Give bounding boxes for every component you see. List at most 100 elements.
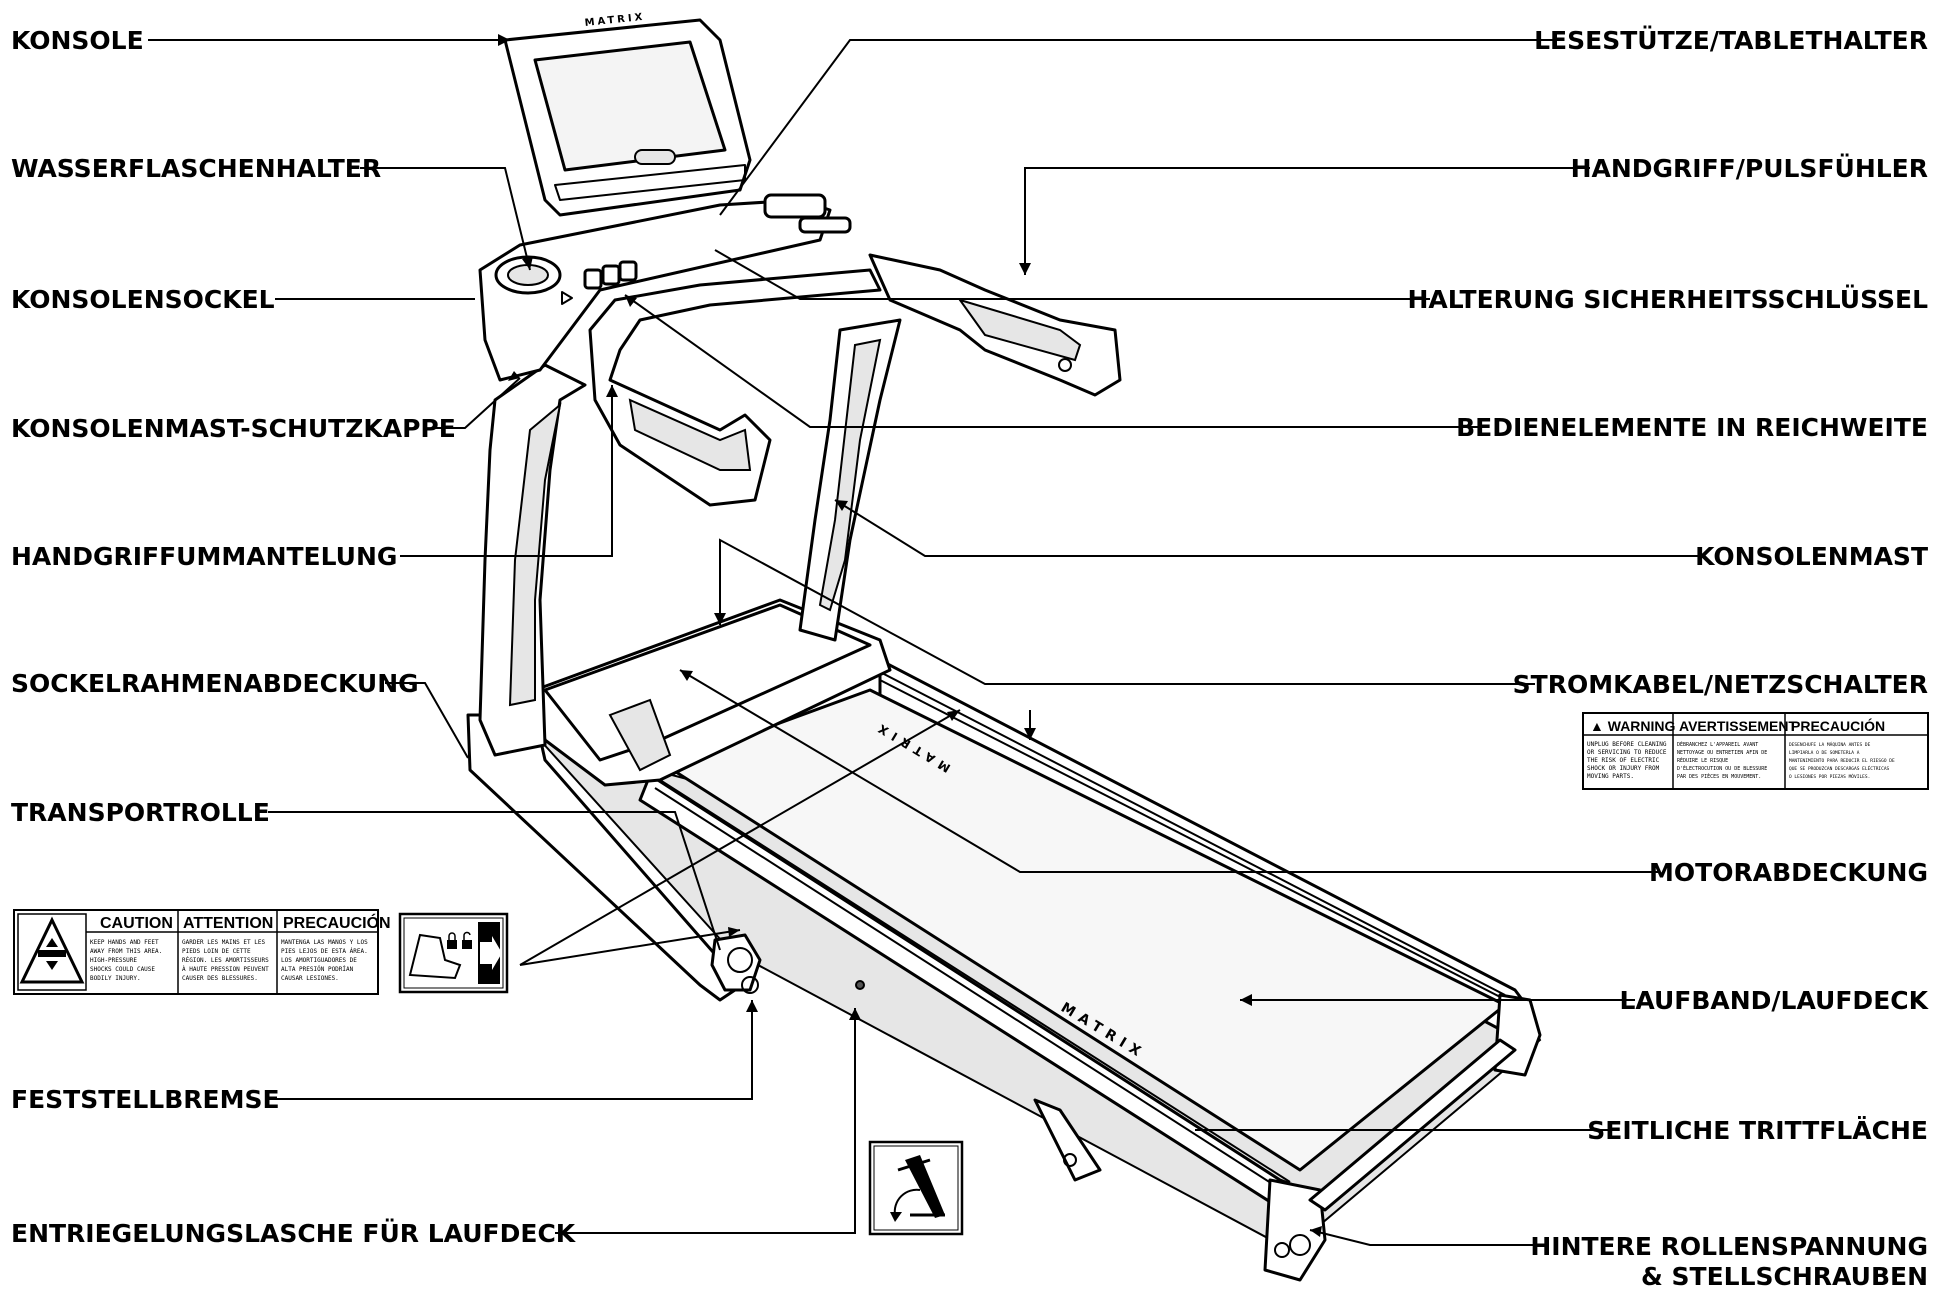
- caution-c2-l1: GARDER LES MAINS ET LES: [182, 939, 265, 946]
- warning-decal-border: [1582, 712, 1929, 790]
- leader-decal-2: [519, 929, 741, 966]
- caution-c1-l2: AWAY FROM THIS AREA.: [90, 948, 162, 955]
- warning-c1-l5: MOVING PARTS.: [1587, 773, 1634, 780]
- leader-stromkabel: [719, 538, 1535, 685]
- label-sicherheitsschluessel: HALTERUNG SICHERHEITSSCHLÜSSEL: [1407, 284, 1928, 314]
- caution-c1-l1: KEEP HANDS AND FEET: [90, 939, 159, 946]
- left-handrail: [588, 268, 882, 507]
- caution-c1-l5: BODILY INJURY.: [90, 975, 141, 982]
- warning-c2-l5: PAR DES PIÈCES EN MOUVEMENT.: [1677, 772, 1761, 780]
- label-rollenspannung-line1: HINTERE ROLLENSPANNUNG: [1530, 1232, 1928, 1261]
- console-base: [478, 198, 832, 382]
- label-entriegelung: ENTRIEGELUNGSLASCHE FÜR LAUFDECK: [11, 1218, 577, 1248]
- deck-release-pictogram: [868, 1140, 964, 1236]
- warning-c2-l3: RÉDUIRE LE RISQUE: [1677, 756, 1728, 764]
- caution-c3-l3: LOS AMORTIGUADORES DE: [281, 957, 357, 964]
- foot-icon: [408, 933, 462, 980]
- label-wasserflaschenhalter: WASSERFLASCHENHALTER: [11, 154, 381, 183]
- rail-stripes: [654, 671, 1511, 1193]
- leader-lines: [148, 39, 1700, 1246]
- support-bolt: [1063, 1153, 1077, 1167]
- leader-transportrolle: [268, 811, 721, 951]
- arrowhead-bedienelemente: [625, 295, 637, 307]
- leader-entriegelung: [555, 1008, 856, 1234]
- warning-header-2: AVERTISSEMENT: [1679, 718, 1797, 734]
- control-arrow-icon: [561, 291, 573, 305]
- deck-release-tab: [855, 980, 865, 990]
- arrowhead-handgriffumm: [606, 385, 618, 397]
- warning-header-1: ▲ WARNING: [1590, 718, 1676, 734]
- label-motorabdeckung: MOTORABDECKUNG: [1649, 858, 1928, 887]
- arrowhead-konsolenmast: [835, 500, 848, 511]
- caution-c2-l5: CAUSER DES BLESSURES.: [182, 975, 258, 982]
- warning-decal: ▲ WARNING AVERTISSEMENT PRECAUCIÓN UNPLU…: [1582, 712, 1929, 790]
- arrowhead-decal-2: [728, 927, 740, 937]
- label-sockelrahmen: SOCKELRAHMENABDECKUNG: [11, 669, 419, 698]
- control-button-3: [618, 260, 638, 282]
- arrowhead-entriegelung: [849, 1008, 861, 1020]
- leader-rollenspannung: [1309, 1229, 1545, 1246]
- label-schutzkappe: KONSOLENMAST-SCHUTZKAPPE: [11, 414, 456, 443]
- warning-c3-l1: DESENCHUFE LA MÁQUINA ANTES DE: [1789, 741, 1871, 748]
- caution-c3-l1: MANTENGA LAS MANOS Y LOS: [281, 939, 368, 946]
- crush-arrow-down-icon: [46, 938, 58, 947]
- crush-hazard-icon: [38, 950, 66, 957]
- arrowhead-rollenspannung: [1310, 1226, 1322, 1237]
- arrowhead-wasserflaschen: [522, 256, 533, 270]
- control-button-1: [583, 268, 603, 290]
- leader-sicherheitsschluessel: [714, 249, 1430, 300]
- label-stromkabel: STROMKABEL/NETZSCHALTER: [1513, 670, 1928, 699]
- warning-c2-l1: DÉBRANCHEZ L'APPAREIL AVANT: [1677, 740, 1758, 748]
- folded-deck-icon: [905, 1155, 945, 1218]
- warning-c1-l3: THE RISK OF ELECTRIC: [1587, 757, 1660, 764]
- rear-cap-left: [1263, 1178, 1327, 1282]
- part-labels: KONSOLE WASSERFLASCHENHALTER KONSOLENSOC…: [11, 25, 1930, 1291]
- label-konsole: KONSOLE: [11, 26, 144, 55]
- label-feststellbremse: FESTSTELLBREMSE: [11, 1085, 280, 1114]
- warning-c3-l4: QUE SE PRODUZCAN DESCARGAS ELÉCTRICAS: [1789, 764, 1890, 772]
- caution-c2-l2: PIEDS LOIN DE CETTE: [182, 948, 251, 955]
- arrowhead-stromkabel-2: [1024, 728, 1036, 740]
- rear-roller-bolt-2: [1274, 1242, 1290, 1258]
- caution-header-2: ATTENTION: [183, 915, 273, 932]
- leader-bedienelemente: [624, 294, 1485, 428]
- motor-hood-step: [608, 698, 672, 772]
- safety-key-clip: [798, 216, 852, 234]
- arrowheads: [498, 34, 1322, 1237]
- warning-c3-l2: LIMPIARLA O DE SOMETERLA A: [1789, 750, 1860, 756]
- warning-c1-l4: SHOCK OR INJURY FROM: [1587, 765, 1660, 772]
- crush-arrow-up-icon: [46, 961, 58, 970]
- label-laufband: LAUFBAND/LAUFDECK: [1619, 986, 1929, 1015]
- caution-c2-l4: À HAUTE PRESSION PEUVENT: [182, 966, 269, 973]
- lock-open-icon: [462, 940, 472, 949]
- leader-wasserflaschenhalter: [360, 167, 531, 271]
- warning-c2-l2: NETTOYAGE OU ENTRETIEN AFIN DE: [1677, 750, 1767, 756]
- right-handgrip: [957, 298, 1082, 362]
- arrowhead-handgriff-puls: [1019, 263, 1031, 275]
- console-logo-badge: [634, 149, 676, 165]
- warning-c1-l1: UNPLUG BEFORE CLEANING: [1587, 741, 1667, 748]
- rear-roller-bolt: [1289, 1234, 1311, 1256]
- label-rollenspannung-line2: & STELLSCHRAUBEN: [1641, 1262, 1928, 1291]
- caution-c3-l5: CAUSAR LESIONES.: [281, 975, 339, 982]
- label-konsolensockel: KONSOLENSOCKEL: [11, 285, 275, 314]
- transport-wheel: [727, 947, 753, 973]
- arrowhead-decal-1: [947, 710, 960, 721]
- water-bottle-cup: [507, 264, 549, 286]
- leader-handgriff-puls: [1024, 167, 1590, 275]
- rear-roller: [1308, 1038, 1517, 1212]
- safety-key-holder: [763, 193, 827, 219]
- caution-decal: CAUTION ATTENTION PRECAUCIÓN KEEP HANDS …: [13, 909, 391, 995]
- console-screen: [533, 40, 727, 172]
- arrowhead-motorabdeckung: [680, 670, 693, 681]
- caution-c1-l3: HIGH-PRESSURE: [90, 957, 137, 964]
- lock-pictogram: [398, 912, 509, 994]
- label-bedienelemente: BEDIENELEMENTE IN REICHWEITE: [1456, 413, 1928, 442]
- warning-c3-l3: MANTENIMIENTO PARA REDUCIR EL RIESGO DE: [1789, 758, 1895, 764]
- label-konsolenmast: KONSOLENMAST: [1695, 542, 1928, 571]
- leader-motorabdeckung: [679, 669, 1660, 873]
- leader-konsolenmast: [834, 499, 1700, 557]
- leader-decal-1: [519, 709, 961, 966]
- label-transportrolle: TRANSPORTROLLE: [11, 798, 270, 827]
